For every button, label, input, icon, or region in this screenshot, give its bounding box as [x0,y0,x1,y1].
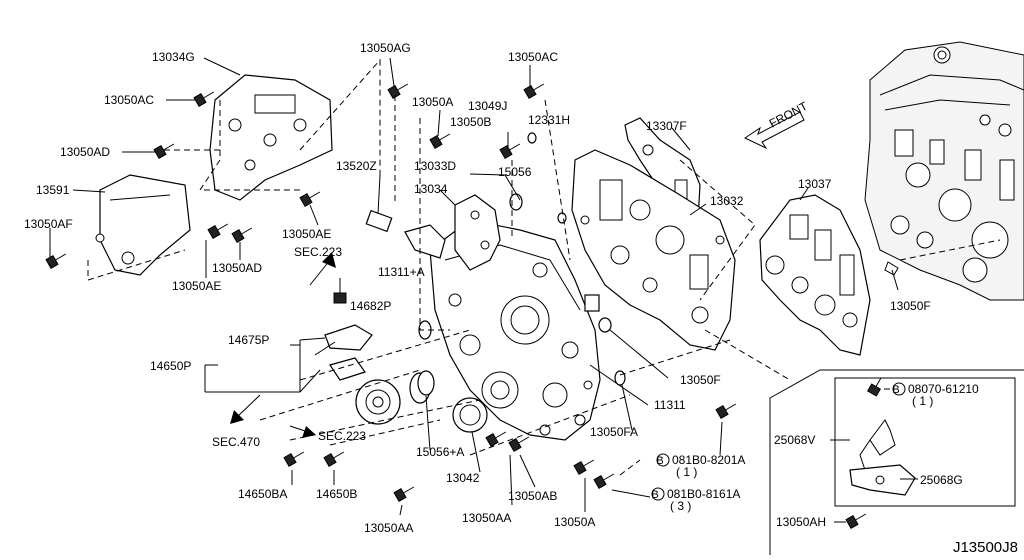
label-25068v: 25068V [774,433,815,447]
label-13042: 13042 [446,471,480,485]
label-13034g: 13034G [152,50,195,64]
label-sec223-bottom: SEC.223 [318,429,366,443]
label-bolt2-code: 081B0-8161A [667,487,740,501]
label-11311a: 11311+A [378,265,425,279]
label-bolt1-code: 081B0-8201A [672,453,745,467]
label-13050fa: 13050FA [590,425,638,439]
circled-b-2: B [651,489,658,501]
label-13037: 13037 [798,177,832,191]
label-13050aa-left: 13050AA [364,521,413,535]
label-bolt1-qty: ( 1 ) [676,465,697,479]
label-13050ag: 13050AG [360,41,411,55]
label-13050aa-mid: 13050AA [462,511,511,525]
label-13050f-right: 13050F [890,299,931,313]
sensor-detail-box [769,369,1024,555]
label-15056: 15056 [498,165,532,179]
label-front: FRONT [767,99,811,131]
gasket-13037 [759,194,871,356]
dashed-guides [87,58,1001,476]
label-13050b-top: 13050B [450,115,491,129]
label-14675p: 14675P [228,333,269,347]
upper-cover-13034g [209,74,333,201]
label-14650b: 14650B [316,487,357,501]
label-bolt2-qty: ( 3 ) [670,499,691,513]
label-13050ab: 13050AB [508,489,557,503]
water-pump-assembly [314,324,431,425]
label-13050ac-top: 13050AC [508,50,558,64]
label-08070: 08070-61210 [908,382,979,396]
label-14682p: 14682P [350,299,391,313]
part-labels: 13034G 13050AC 13050AD 13591 13050AF 130… [24,41,1018,556]
leader-lines [49,57,918,523]
diagram-id: J13500J8 [953,539,1018,556]
label-13050ah: 13050AH [776,515,826,529]
label-13033d: 13033D [414,159,456,173]
engine-block-illustration [864,41,1024,301]
label-13049j: 13049J [468,99,507,113]
label-13307f: 13307F [646,119,687,133]
label-13520z: 13520Z [336,159,377,173]
label-11311: 11311 [654,398,686,412]
arrow-sec223-down-icon [289,425,316,438]
arrow-sec470-icon [230,394,261,424]
label-13034: 13034 [414,182,448,196]
label-14650ba: 14650BA [238,487,287,501]
front-oil-seal-13042 [452,397,488,433]
label-15056a: 15056+A [416,445,464,459]
label-13050a-bottom: 13050A [554,515,595,529]
chain-guide-13034 [365,194,501,271]
label-sec470: SEC.470 [212,435,260,449]
label-13032: 13032 [710,194,744,208]
lower-cover-13591 [95,174,191,276]
label-25068g: 25068G [920,473,963,487]
circled-b-icon [651,382,906,501]
label-12331h: 12331H [528,113,570,127]
label-13050af: 13050AF [24,217,73,231]
circled-b-3: B [892,384,899,396]
label-13050ac-left: 13050AC [104,93,154,107]
label-13050ae-mid: 13050AE [282,227,331,241]
front-arrow-icon [743,111,805,150]
label-14650p: 14650P [150,359,191,373]
label-13050a-top: 13050A [412,95,453,109]
timing-cover-rear-13032 [571,149,736,351]
label-08070-qty: ( 1 ) [912,394,933,408]
bolt-icons [45,83,882,530]
label-13050f-mid: 13050F [680,373,721,387]
label-13050ad-left: 13050AD [60,145,110,159]
label-13050ae-bottom: 13050AE [172,279,221,293]
circled-b-1: B [656,455,663,467]
label-13591: 13591 [36,183,70,197]
label-sec223-top: SEC.223 [294,245,342,259]
arrow-sec223-up-icon [309,252,336,286]
label-13050ad-bottom: 13050AD [212,261,262,275]
front-timing-cover [429,219,601,441]
